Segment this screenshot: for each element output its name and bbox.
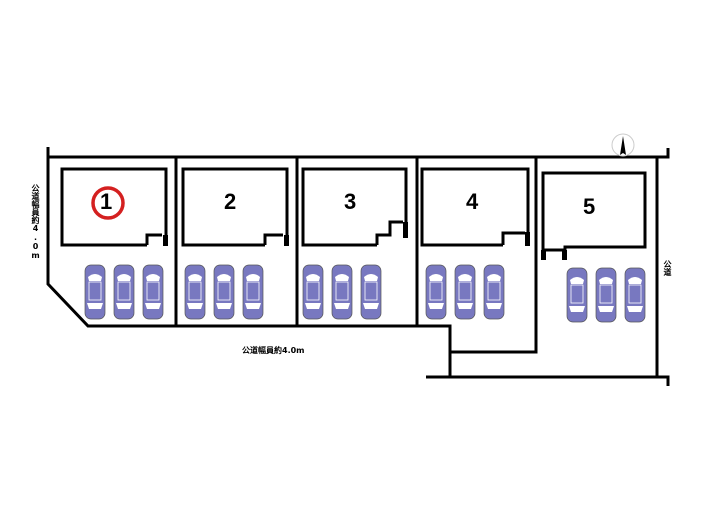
car-icon — [302, 264, 324, 320]
car-icon — [483, 264, 505, 320]
buildings — [60, 167, 647, 257]
lot4-east-boundary — [450, 157, 538, 354]
wall-posts — [163, 222, 567, 260]
parking-cars — [84, 264, 646, 323]
south-road-line — [426, 375, 670, 386]
car-icon — [454, 264, 476, 320]
car-icon — [360, 264, 382, 320]
car-icon — [331, 264, 353, 320]
west-south-boundary — [46, 147, 450, 328]
car-icon — [624, 267, 646, 323]
building-1 — [60, 167, 168, 247]
west-road-label: 公道幅員約4.0m — [31, 184, 40, 260]
building-1-notch — [145, 233, 162, 245]
lot-number-4[interactable]: 4 — [466, 189, 479, 214]
boundary-lines — [46, 147, 670, 386]
building-2 — [181, 167, 289, 247]
car-icon — [184, 264, 206, 320]
car-icon — [595, 267, 617, 323]
lot-number-3[interactable]: 3 — [344, 189, 357, 214]
building-3-notch — [375, 220, 403, 245]
car-icon — [142, 264, 164, 320]
car-icon — [113, 264, 135, 320]
lot-number-1[interactable]: 1 — [100, 189, 113, 214]
compass-icon — [611, 133, 635, 157]
car-icon — [213, 264, 235, 320]
north-boundary — [48, 148, 670, 159]
building-3 — [301, 167, 408, 247]
lot-number-2[interactable]: 2 — [224, 189, 237, 214]
car-icon — [84, 264, 106, 320]
building-4-notch — [501, 231, 525, 245]
highlight-circle — [91, 186, 125, 220]
lot-number-5[interactable]: 5 — [583, 194, 596, 219]
east-road-label: 公道 — [663, 260, 672, 276]
car-icon — [425, 264, 447, 320]
building-2-notch — [263, 233, 283, 245]
building-4 — [420, 167, 530, 247]
south-road-label: 公道幅員約4.0m — [242, 346, 305, 355]
lot4-south-boundary — [417, 324, 452, 377]
car-icon — [566, 267, 588, 323]
car-icon — [242, 264, 264, 320]
